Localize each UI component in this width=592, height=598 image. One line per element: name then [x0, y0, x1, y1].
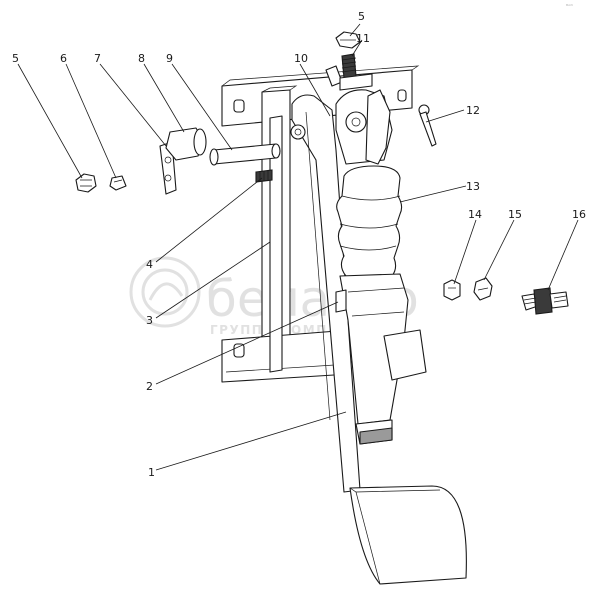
callout-2: 2 [146, 380, 153, 393]
sleeve-part-8 [165, 127, 207, 161]
callout-10: 10 [294, 52, 308, 65]
callout-6: 6 [60, 52, 67, 65]
callout-numbers: 1 2 3 4 5 5 6 7 8 9 10 11 12 13 14 15 16 [12, 10, 586, 479]
spacer-part-2 [335, 289, 347, 313]
callout-8: 8 [138, 52, 145, 65]
corner-mark: ᴮᴬᴳ [566, 4, 573, 10]
master-cylinder [335, 89, 427, 445]
union-fitting-part-16 [521, 287, 569, 315]
callout-5-left: 5 [12, 52, 19, 65]
rod-part-3 [269, 115, 283, 373]
nut-part-14 [443, 279, 461, 301]
callout-15: 15 [508, 208, 522, 221]
callout-1: 1 [148, 466, 155, 479]
cotter-pin-part-12 [418, 104, 437, 147]
top-adjuster-parts [325, 31, 373, 91]
nut-part-5-left [75, 173, 97, 193]
callout-5-top: 5 [358, 10, 365, 23]
callout-13: 13 [466, 180, 480, 193]
callout-12: 12 [466, 104, 480, 117]
callout-3: 3 [146, 314, 153, 327]
washer-part-6 [109, 175, 127, 191]
callout-9: 9 [166, 52, 173, 65]
bolt-part-4 [255, 169, 273, 183]
pin-part-9 [209, 143, 281, 166]
callout-14: 14 [468, 208, 482, 221]
pedal-lever-part-1 [290, 94, 467, 585]
callout-7: 7 [94, 52, 101, 65]
leader-lines [17, 23, 579, 471]
callout-16: 16 [572, 208, 586, 221]
callout-4: 4 [146, 258, 153, 271]
callout-11: 11 [356, 32, 370, 45]
nut-part-15 [473, 277, 493, 301]
